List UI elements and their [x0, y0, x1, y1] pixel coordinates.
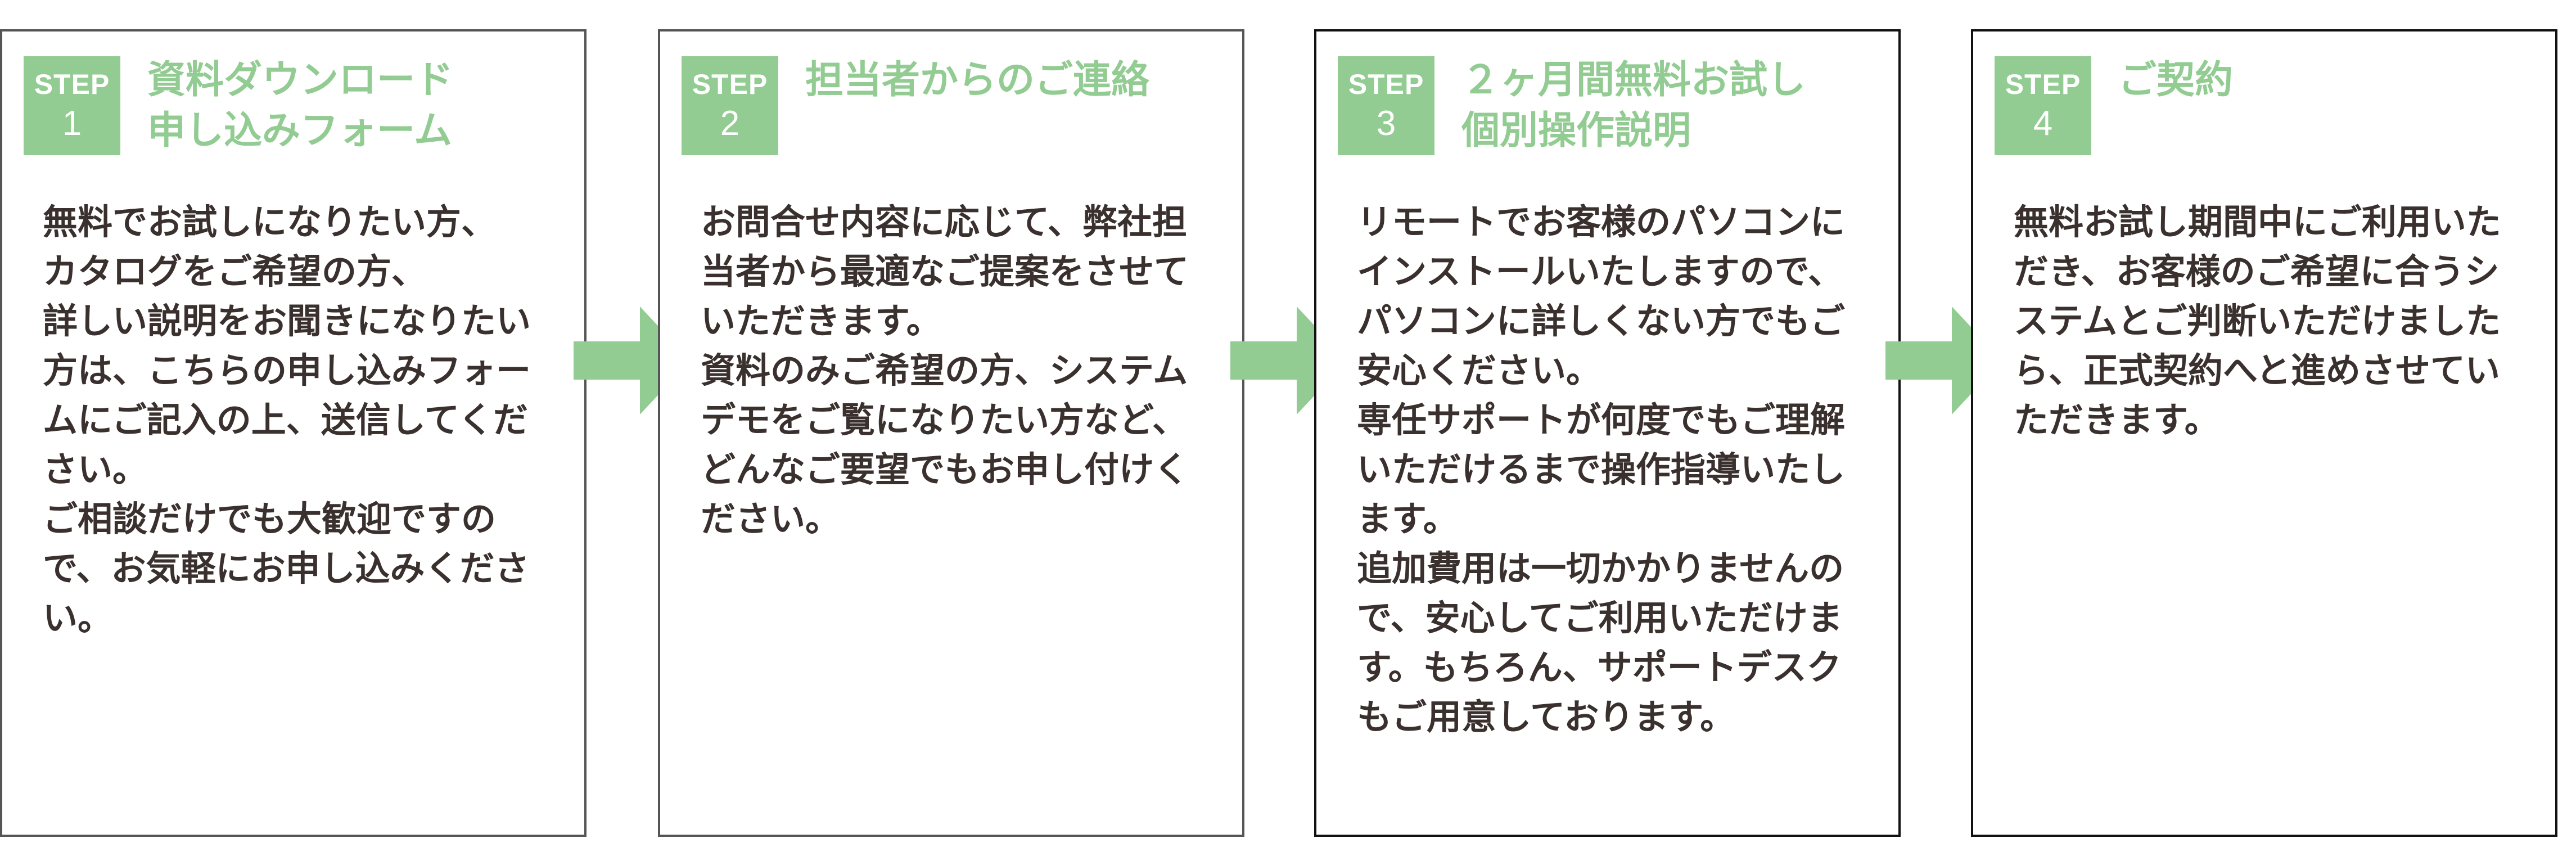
step-description: リモートでお客様のパソコンに インストールいたしますので、 パソコンに詳しくない… — [1357, 201, 1846, 737]
step-card-2: STEP 2 担当者からのご連絡 お問合せ内容に応じて、弊社担 当者から最適なご… — [658, 29, 1244, 837]
step-label: STEP — [1348, 69, 1424, 101]
step-label: STEP — [2005, 69, 2081, 101]
step-number: 4 — [2033, 103, 2053, 143]
step-title: ２ヶ月間無料お試し 個別操作説明 — [1461, 58, 1806, 153]
step-label: STEP — [34, 69, 110, 101]
step-description: 無料でお試しになりたい方、 カタログをご希望の方、 詳しい説明をお聞きになりたい… — [43, 201, 531, 638]
step-title: 担当者からのご連絡 — [805, 58, 1150, 102]
step-title: 資料ダウンロード 申し込みフォーム — [147, 58, 454, 153]
step-badge: STEP 4 — [1995, 56, 2091, 155]
step-card-3: STEP 3 ２ヶ月間無料お試し 個別操作説明 リモートでお客様のパソコンに イ… — [1314, 29, 1901, 837]
step-title: ご契約 — [2118, 58, 2234, 102]
step-description: 無料お試し期間中にご利用いた だき、お客様のご希望に合うシ ステムとご判断いただ… — [2014, 201, 2501, 440]
step-badge: STEP 3 — [1338, 56, 1434, 155]
step-number: 2 — [720, 103, 740, 143]
step-label: STEP — [692, 69, 768, 101]
step-card-1: STEP 1 資料ダウンロード 申し込みフォーム 無料でお試しになりたい方、 カ… — [0, 29, 587, 837]
step-badge: STEP 2 — [682, 56, 778, 155]
step-card-4: STEP 4 ご契約 無料お試し期間中にご利用いた だき、お客様のご希望に合うシ… — [1971, 29, 2557, 837]
step-number: 3 — [1376, 103, 1396, 143]
step-number: 1 — [62, 103, 82, 143]
step-badge: STEP 1 — [24, 56, 120, 155]
step-description: お問合せ内容に応じて、弊社担 当者から最適なご提案をさせて いただきます。 資料… — [701, 201, 1189, 539]
